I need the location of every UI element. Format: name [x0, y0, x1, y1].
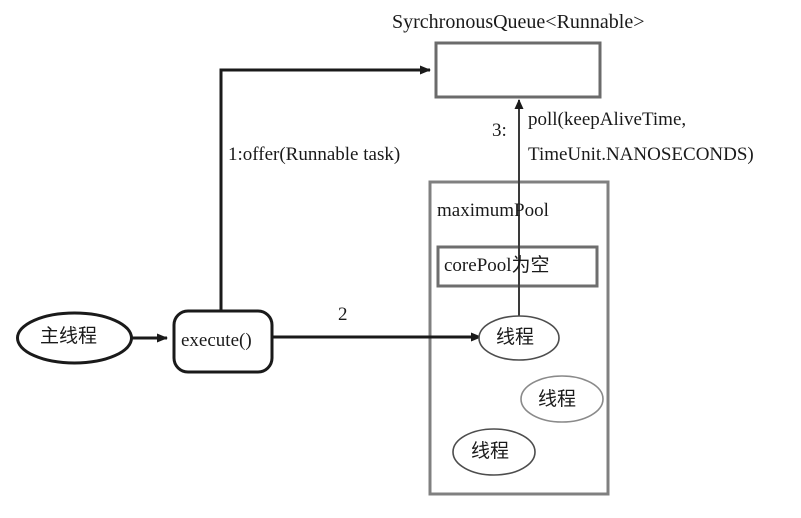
offer-edge-label: 1:offer(Runnable task): [228, 144, 401, 165]
execute-label: execute(): [181, 330, 252, 351]
main-thread-label: 主线程: [40, 326, 98, 347]
thread-ellipse-1: [520, 375, 604, 423]
synchronous-queue-title: SyrchronousQueue<Runnable>: [392, 11, 645, 33]
offer-arrow: [219, 65, 431, 311]
poll-edge-index: 3:: [492, 120, 507, 141]
core-pool-box: [436, 245, 599, 288]
thread-label-0: 线程: [496, 327, 535, 348]
main-thread-ellipse: [16, 311, 133, 365]
thread-label-2: 线程: [471, 441, 510, 462]
execute-edge-label: 2: [338, 304, 348, 325]
thread-label-1: 线程: [538, 389, 577, 410]
poll-edge-label-line2: TimeUnit.NANOSECONDS): [528, 144, 754, 165]
thread-ellipse-2: [452, 428, 536, 476]
poll-edge-label-line1: poll(keepAliveTime,: [528, 109, 687, 130]
synchronous-queue-box: [434, 41, 602, 99]
execute-box: [172, 309, 274, 374]
maximum-pool-label: maximumPool: [437, 200, 549, 221]
thread-ellipse-0: [478, 315, 560, 361]
core-pool-label: corePool为空: [444, 255, 550, 276]
